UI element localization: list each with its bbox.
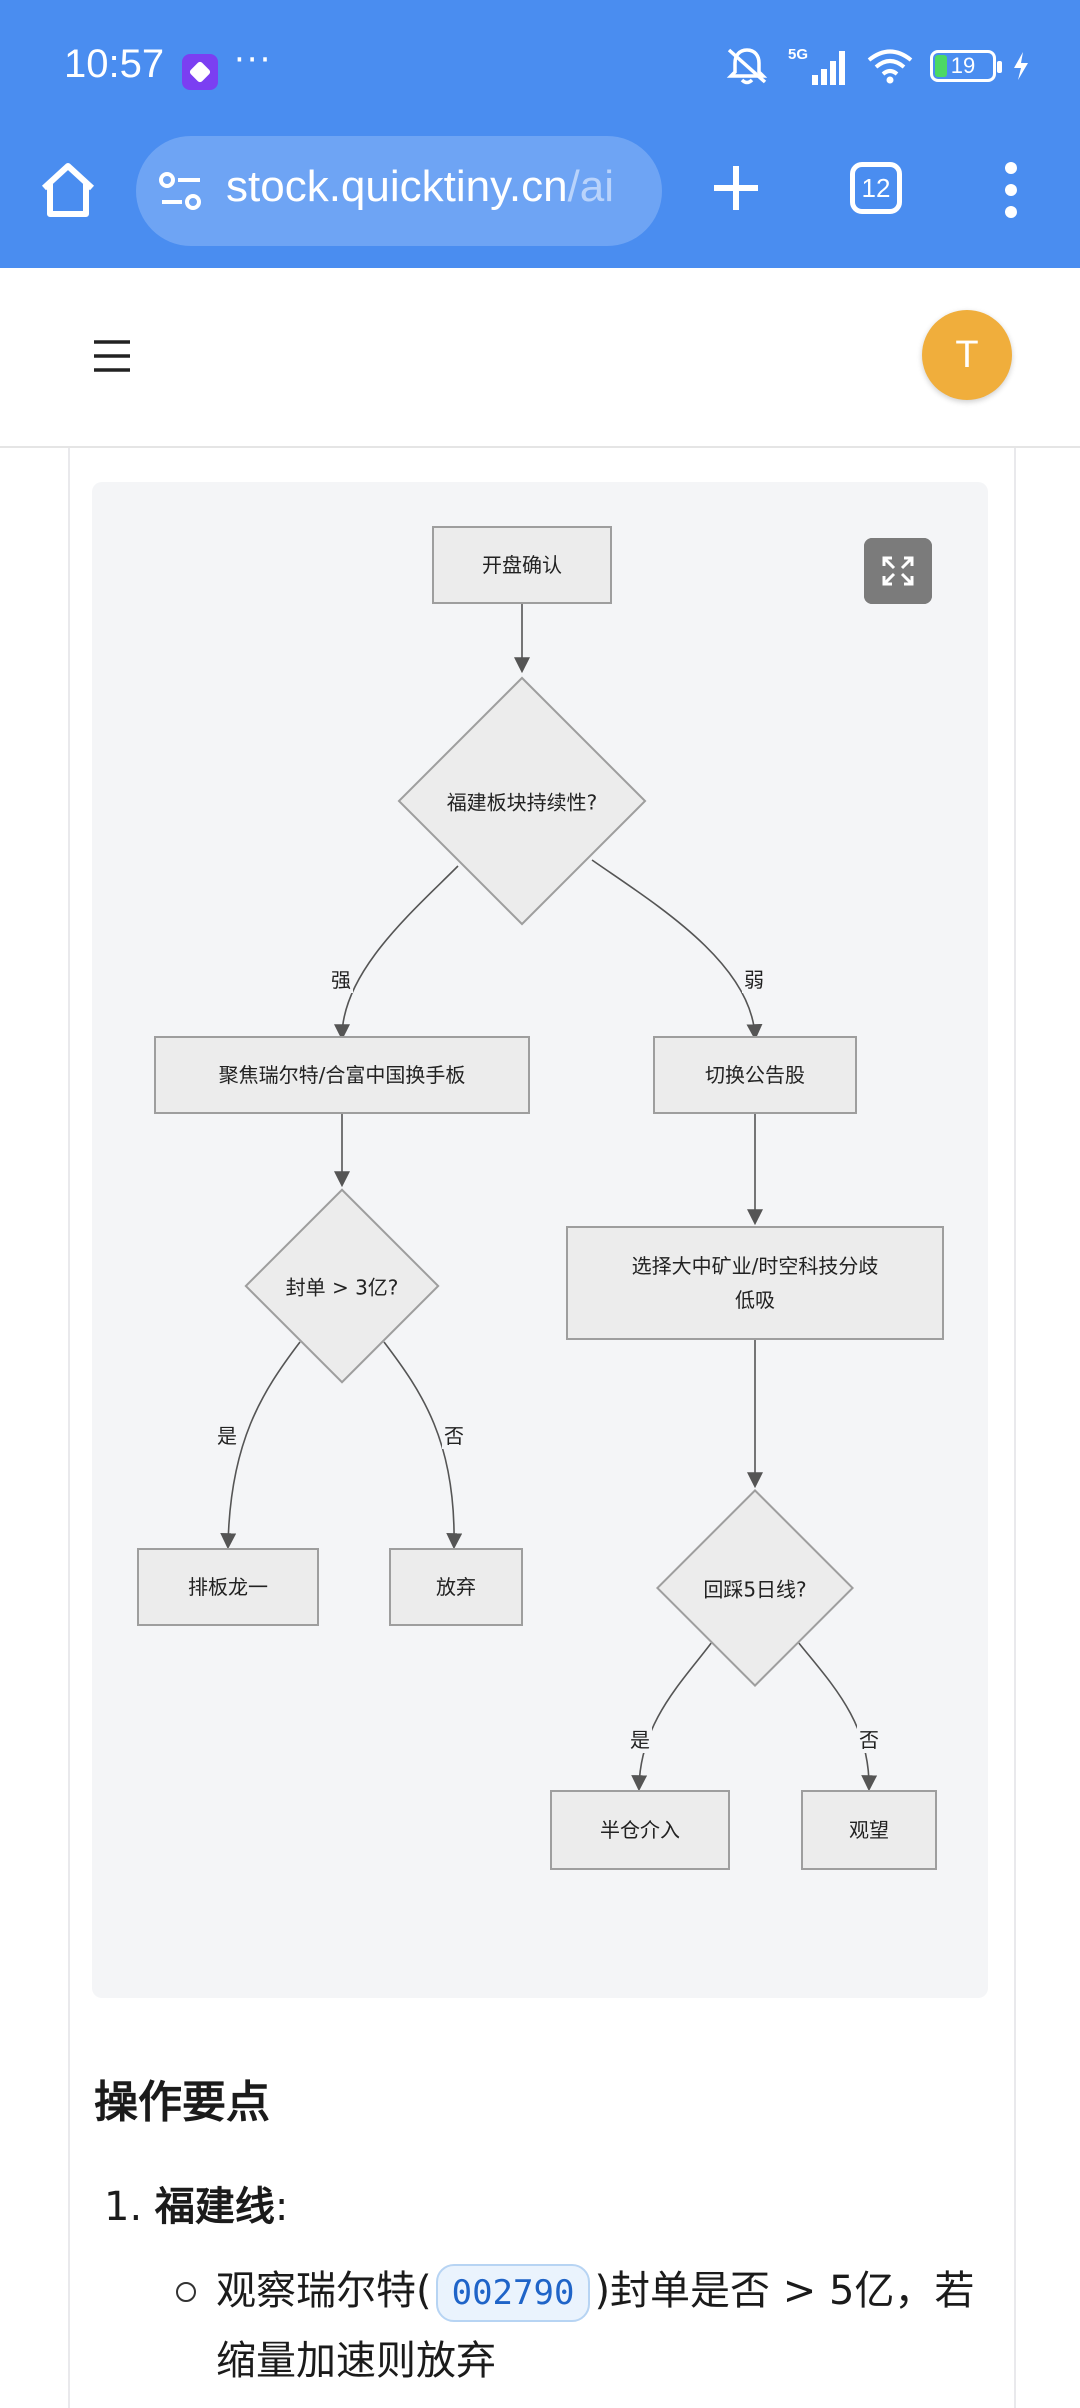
notifications-muted-icon — [726, 48, 768, 85]
more-menu-icon[interactable] — [996, 158, 1026, 222]
node-choose: 选择大中矿业/时空科技分歧 低吸 — [566, 1226, 944, 1340]
status-time: 10:57 — [64, 42, 165, 86]
edge-label-yes-seal: 是 — [215, 1420, 239, 1449]
edge-label-no-ma5: 否 — [857, 1724, 881, 1753]
app-header: T — [0, 268, 1080, 448]
node-watch: 观望 — [801, 1790, 937, 1870]
node-ma5-label: 回踩5日线? — [703, 1577, 807, 1602]
node-start: 开盘确认 — [432, 526, 612, 604]
system-icons: 5G 19 — [724, 44, 1030, 88]
node-sustain-label: 福建板块持续性? — [446, 790, 598, 815]
battery-icon: 19 — [930, 50, 1002, 82]
sub-suffix: )封单是否 > 5亿，若缩量加速则放弃 — [216, 2268, 975, 2384]
fullscreen-icon[interactable] — [864, 538, 932, 604]
node-give-up: 放弃 — [389, 1548, 523, 1626]
user-avatar[interactable]: T — [922, 310, 1012, 400]
list-number: 1. — [104, 2184, 143, 2230]
list-item-title: 福建线 — [154, 2184, 275, 2230]
tab-switcher-icon[interactable]: 12 — [850, 162, 902, 214]
site-settings-icon[interactable] — [158, 170, 204, 214]
node-switch: 切换公告股 — [653, 1036, 857, 1114]
node-choose-line2: 低吸 — [735, 1288, 775, 1312]
sub-list-item: 观察瑞尔特(002790)封单是否 > 5亿，若缩量加速则放弃 — [216, 2256, 1006, 2396]
url-text[interactable]: stock.quicktiny.cn/ai — [226, 162, 615, 211]
new-tab-icon[interactable] — [706, 158, 766, 218]
content-card — [68, 448, 1016, 2408]
edge-label-no-seal: 否 — [442, 1420, 466, 1449]
browser-chrome: 10:57 ··· 5G — [0, 0, 1080, 268]
flowchart: 开盘确认 福建板块持续性? 强 弱 聚焦瑞尔特/合富中国换手板 切换公告股 封单… — [92, 482, 988, 1998]
list-item-colon: : — [274, 2184, 289, 2230]
5g-signal-icon: 5G — [788, 46, 845, 85]
edge-label-yes-ma5: 是 — [628, 1724, 652, 1753]
status-bar: 10:57 ··· 5G — [0, 0, 1080, 136]
home-icon[interactable] — [36, 158, 100, 222]
address-bar[interactable]: stock.quicktiny.cn/ai — [136, 136, 662, 246]
node-half-position: 半仓介入 — [550, 1790, 730, 1870]
app-notification-icon — [182, 54, 218, 90]
browser-toolbar: stock.quicktiny.cn/ai 12 — [0, 136, 1080, 268]
flowchart-edges — [220, 596, 878, 1792]
hamburger-menu-icon[interactable] — [92, 338, 132, 374]
battery-level: 19 — [950, 53, 976, 78]
node-ma5-decision: 回踩5日线? — [655, 1488, 855, 1688]
more-notifications-icon: ··· — [234, 40, 273, 80]
node-sustain-decision: 福建板块持续性? — [392, 676, 652, 926]
wifi-icon — [867, 49, 913, 84]
node-dragon: 排板龙一 — [137, 1548, 319, 1626]
sub-bullet-icon — [176, 2282, 196, 2302]
node-seal-decision: 封单 > 3亿? — [242, 1188, 442, 1384]
svg-text:5G: 5G — [788, 46, 808, 63]
node-choose-line1: 选择大中矿业/时空科技分歧 — [631, 1254, 879, 1278]
sub-prefix: 观察瑞尔特( — [216, 2268, 432, 2314]
edge-label-strong: 强 — [329, 964, 353, 993]
node-focus: 聚焦瑞尔特/合富中国换手板 — [154, 1036, 530, 1114]
section-title: 操作要点 — [94, 2077, 270, 2128]
charging-icon — [1014, 52, 1028, 80]
node-seal-label: 封单 > 3亿? — [285, 1275, 399, 1300]
stock-code-chip[interactable]: 002790 — [435, 2264, 591, 2322]
list-item: 1. 福建线: — [104, 2174, 288, 2232]
edge-label-weak: 弱 — [742, 964, 766, 993]
